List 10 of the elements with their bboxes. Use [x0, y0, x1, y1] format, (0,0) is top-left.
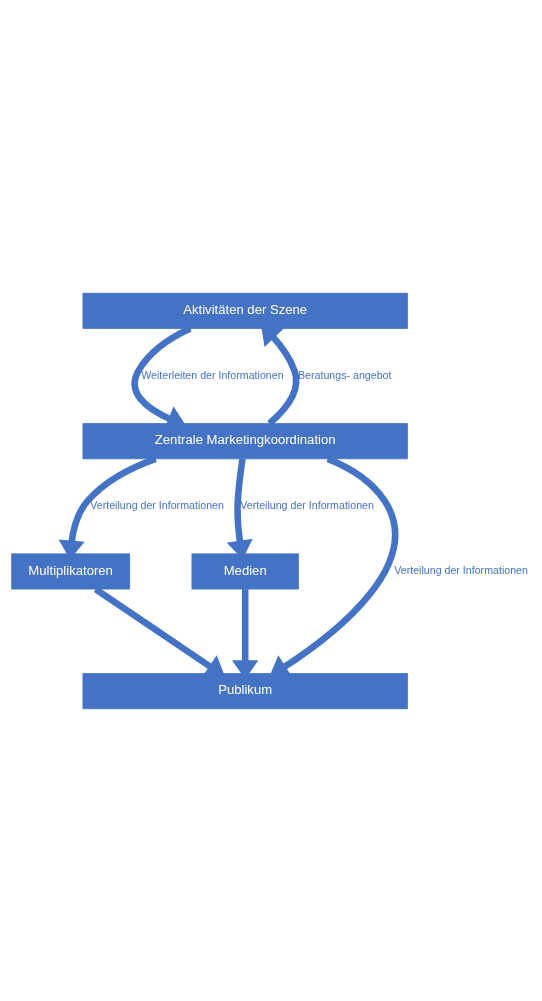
edge-label: Verteilung der Informationen	[240, 498, 374, 511]
node-box: Aktivitäten der Szene	[82, 292, 408, 329]
edge-label: Beratungs- angebot	[298, 368, 392, 381]
node-box: Zentrale Marketingkoordination	[82, 422, 408, 459]
node-box: Multiplikatoren	[11, 552, 131, 589]
node-box: Publikum	[82, 672, 408, 709]
node-box: Medien	[191, 552, 299, 589]
edge-label: Verteilung der Informationen	[394, 563, 528, 576]
edge-label: Weiterleiten der Informationen	[141, 368, 284, 381]
edge-label: Verteilung der Informationen	[90, 498, 224, 511]
